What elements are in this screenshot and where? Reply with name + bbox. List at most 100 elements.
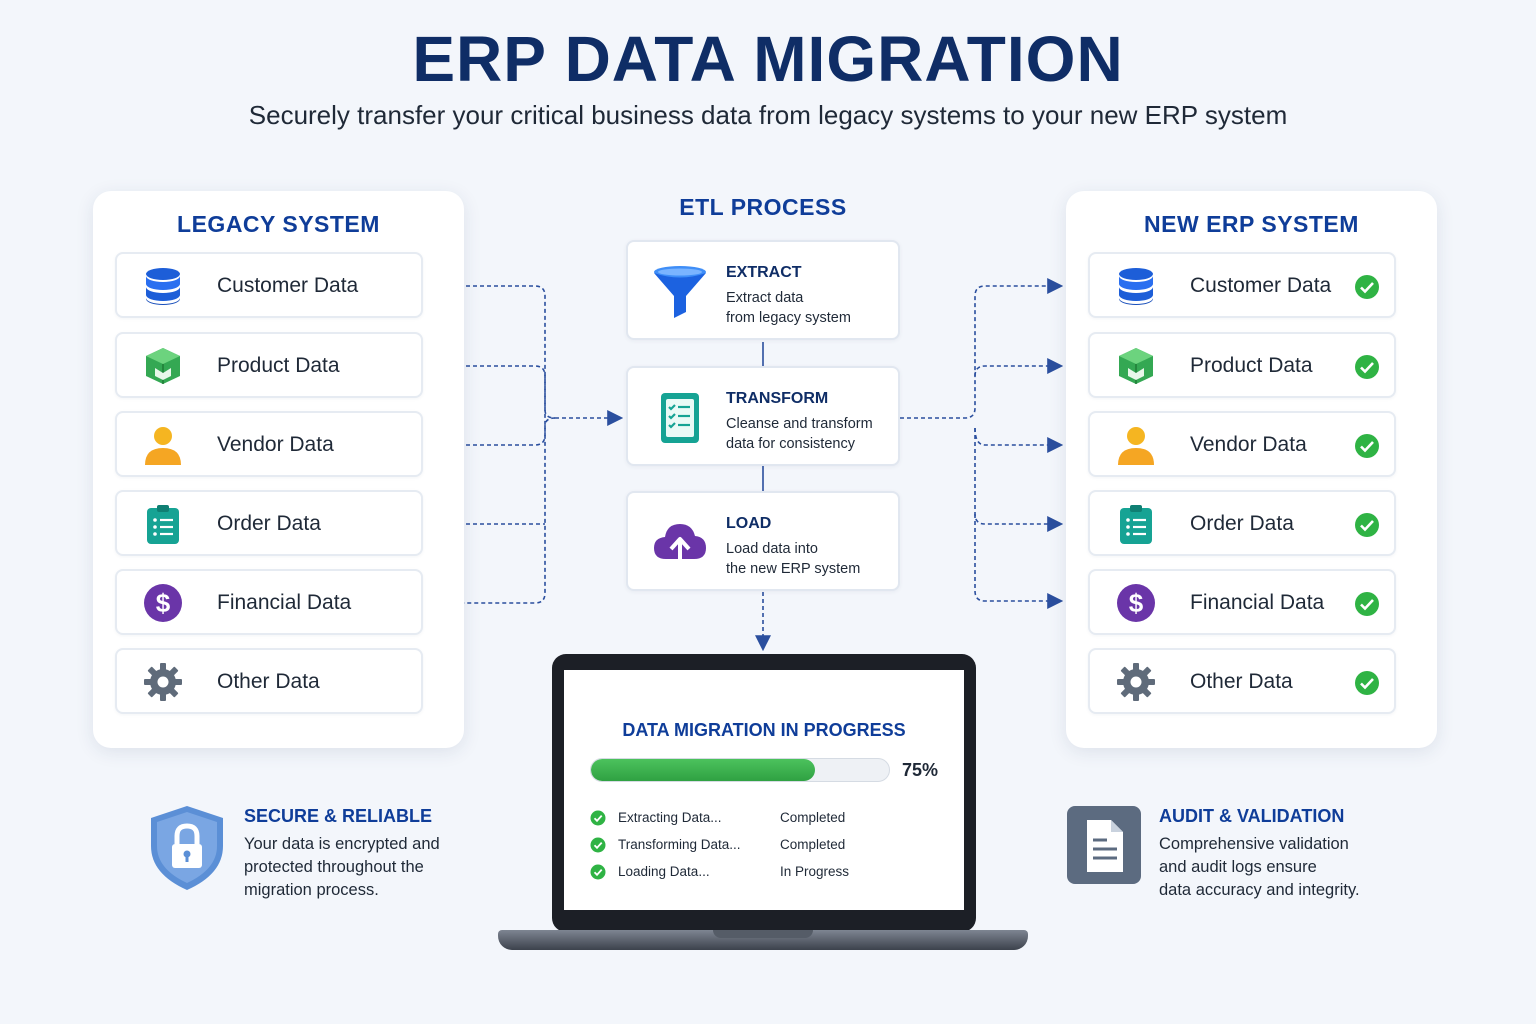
feature-description-line: Your data is encrypted and	[244, 835, 440, 853]
step-description-line: the new ERP system	[726, 561, 861, 577]
svg-text:$: $	[156, 588, 171, 618]
check-circle-icon	[1355, 592, 1379, 616]
audit-validation-description: Comprehensive validation and audit logs …	[1159, 833, 1399, 902]
migration-progress-bar	[590, 758, 890, 782]
dollar-icon: $	[144, 584, 182, 622]
legacy-item-vendor-data[interactable]: Vendor Data	[115, 411, 423, 477]
laptop-notch	[713, 930, 813, 938]
status-label: Transforming Data...	[618, 837, 741, 852]
clipboard-list-icon	[147, 505, 179, 544]
document-icon	[1067, 806, 1141, 884]
secure-reliable-description: Your data is encrypted and protected thr…	[244, 833, 484, 902]
item-label: Financial Data	[217, 591, 352, 614]
box-icon	[1119, 348, 1153, 384]
step-description: Cleanse and transform data for consisten…	[726, 414, 896, 454]
step-description-line: Load data into	[726, 541, 818, 557]
step-name: EXTRACT	[726, 264, 802, 281]
item-label: Financial Data	[1190, 591, 1325, 614]
step-description-line: Cleanse and transform	[726, 416, 873, 432]
erp-item-product-data[interactable]: Product Data	[1088, 332, 1396, 398]
feature-description-line: protected throughout the	[244, 858, 424, 876]
status-row-loading: Loading Data... In Progress	[590, 862, 950, 882]
etl-step-transform[interactable]: TRANSFORM Cleanse and transform data for…	[626, 366, 900, 466]
gear-icon	[144, 663, 182, 701]
database-icon	[1119, 268, 1153, 305]
check-circle-icon	[1355, 275, 1379, 299]
page-title: ERP DATA MIGRATION	[412, 23, 1124, 95]
checklist-icon	[661, 393, 699, 443]
erp-item-financial-data[interactable]: $ Financial Data	[1088, 569, 1396, 635]
person-icon	[145, 427, 181, 465]
check-circle-icon	[1355, 355, 1379, 379]
erp-item-order-data[interactable]: Order Data	[1088, 490, 1396, 556]
status-row-transforming: Transforming Data... Completed	[590, 835, 950, 855]
step-description: Load data into the new ERP system	[726, 539, 896, 579]
item-label: Product Data	[1190, 354, 1313, 377]
legacy-item-other-data[interactable]: Other Data	[115, 648, 423, 714]
check-circle-icon	[590, 837, 606, 853]
new-erp-system-panel: NEW ERP SYSTEM Customer Data Product Dat…	[1066, 191, 1437, 748]
migration-progress-percent: 75%	[902, 760, 939, 780]
cloud-upload-icon	[654, 524, 706, 565]
new-erp-system-title: NEW ERP SYSTEM	[1144, 211, 1359, 237]
clipboard-list-icon	[1120, 505, 1152, 544]
status-value: Completed	[780, 810, 846, 825]
erp-item-customer-data[interactable]: Customer Data	[1088, 252, 1396, 318]
status-label: Extracting Data...	[618, 810, 722, 825]
step-name: LOAD	[726, 515, 772, 532]
laptop-screen: DATA MIGRATION IN PROGRESS 75% Extractin…	[564, 670, 964, 910]
etl-step-load[interactable]: LOAD Load data into the new ERP system	[626, 491, 900, 591]
funnel-icon	[654, 266, 706, 318]
step-description: Extract data from legacy system	[726, 288, 896, 328]
check-circle-icon	[590, 864, 606, 880]
item-label: Vendor Data	[217, 433, 334, 456]
step-description-line: from legacy system	[726, 310, 851, 326]
laptop-base	[498, 930, 1028, 950]
legacy-item-customer-data[interactable]: Customer Data	[115, 252, 423, 318]
feature-description-line: Comprehensive validation	[1159, 835, 1349, 853]
check-circle-icon	[590, 810, 606, 826]
svg-text:$: $	[1129, 588, 1144, 618]
erp-item-other-data[interactable]: Other Data	[1088, 648, 1396, 714]
item-label: Other Data	[217, 670, 320, 693]
legacy-system-title: LEGACY SYSTEM	[177, 211, 380, 237]
legacy-item-order-data[interactable]: Order Data	[115, 490, 423, 556]
check-circle-icon	[1355, 434, 1379, 458]
person-icon	[1118, 427, 1154, 465]
status-row-extracting: Extracting Data... Completed	[590, 808, 950, 828]
legacy-item-financial-data[interactable]: $ Financial Data	[115, 569, 423, 635]
etl-step-extract[interactable]: EXTRACT Extract data from legacy system	[626, 240, 900, 340]
erp-item-vendor-data[interactable]: Vendor Data	[1088, 411, 1396, 477]
item-label: Customer Data	[217, 274, 359, 297]
dollar-icon: $	[1117, 584, 1155, 622]
item-label: Customer Data	[1190, 274, 1332, 297]
secure-reliable-title: SECURE & RELIABLE	[244, 806, 433, 826]
check-circle-icon	[1355, 513, 1379, 537]
status-value: Completed	[780, 837, 846, 852]
database-icon	[146, 268, 180, 305]
shield-lock-icon	[151, 806, 223, 890]
audit-validation-title: AUDIT & VALIDATION	[1159, 806, 1345, 826]
feature-description-line: and audit logs ensure	[1159, 858, 1317, 876]
step-description-line: data for consistency	[726, 436, 855, 452]
feature-description-line: data accuracy and integrity.	[1159, 881, 1360, 899]
box-icon	[146, 348, 180, 384]
item-label: Other Data	[1190, 670, 1293, 693]
item-label: Order Data	[217, 512, 321, 535]
etl-process-title: ETL PROCESS	[679, 194, 847, 220]
migration-status-title: DATA MIGRATION IN PROGRESS	[622, 720, 906, 740]
legacy-item-product-data[interactable]: Product Data	[115, 332, 423, 398]
gear-icon	[1117, 663, 1155, 701]
page-subtitle: Securely transfer your critical business…	[248, 100, 1288, 130]
item-label: Vendor Data	[1190, 433, 1307, 456]
check-circle-icon	[1355, 671, 1379, 695]
legacy-system-panel: LEGACY SYSTEM Customer Data Product Data…	[93, 191, 464, 748]
feature-description-line: migration process.	[244, 881, 379, 899]
item-label: Order Data	[1190, 512, 1294, 535]
status-value: In Progress	[780, 864, 850, 879]
laptop: DATA MIGRATION IN PROGRESS 75% Extractin…	[552, 654, 976, 932]
step-name: TRANSFORM	[726, 390, 829, 407]
step-description-line: Extract data	[726, 290, 804, 306]
status-label: Loading Data...	[618, 864, 710, 879]
